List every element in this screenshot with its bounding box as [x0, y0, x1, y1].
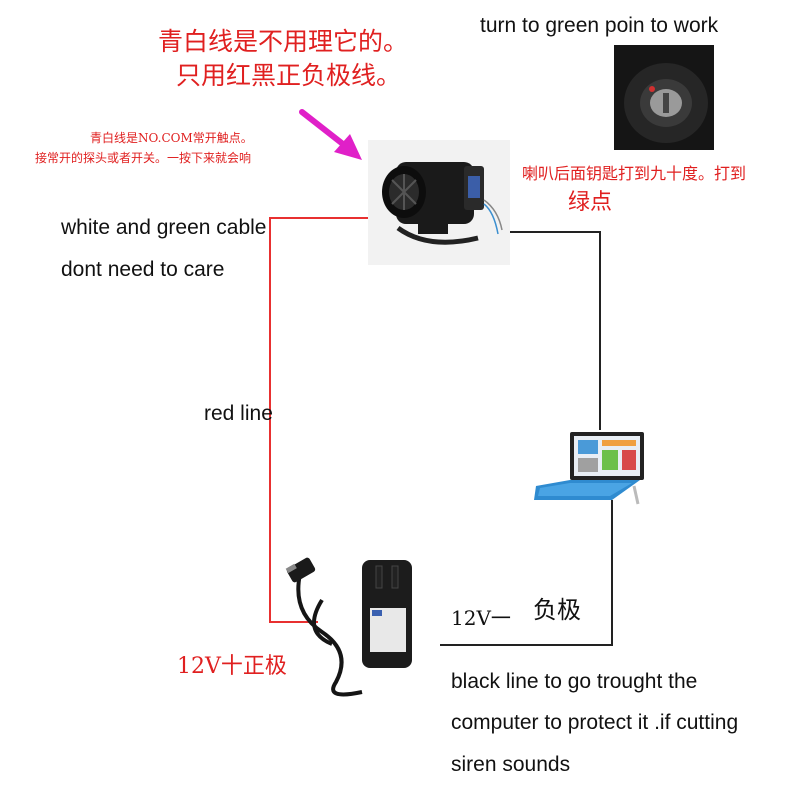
negative-voltage-label: 12V一: [451, 606, 511, 630]
laptop-icon: [534, 432, 644, 505]
power-adapter-icon: [285, 557, 412, 697]
title-cn-line1: 青白线是不用理它的。: [158, 27, 409, 56]
red-line-label: red line: [204, 402, 273, 425]
arrow-icon: [299, 109, 362, 160]
small-note-cn-line1: 青白线是NO.COM常开触点。: [90, 131, 253, 145]
black-wire-lower: [440, 500, 613, 646]
siren-speaker-icon: [368, 140, 510, 265]
small-note-cn-line2: 接常开的探头或者开关。一按下来就会响: [35, 151, 252, 165]
key-note-cn-line2: 绿点: [568, 190, 613, 215]
title-cn-line2: 只用红黑正负极线。: [176, 61, 402, 90]
black-line-note-line1: black line to go trought the: [451, 670, 698, 693]
black-line-note-line2: computer to protect it .if cutting: [451, 711, 739, 734]
white-green-note-line1: white and green cable: [61, 216, 267, 239]
negative-pole-label: 负极: [533, 596, 581, 624]
key-switch-icon: [614, 45, 714, 150]
positive-label: 12V十正极: [177, 654, 287, 679]
red-wire: [269, 217, 368, 623]
white-green-note-line2: dont need to care: [61, 258, 225, 281]
black-line-note-line3: siren sounds: [451, 753, 571, 776]
key-note-cn-line1: 喇叭后面钥匙打到九十度。打到: [522, 164, 747, 183]
black-wire: [510, 231, 601, 430]
key-note-en: turn to green poin to work: [480, 14, 719, 37]
